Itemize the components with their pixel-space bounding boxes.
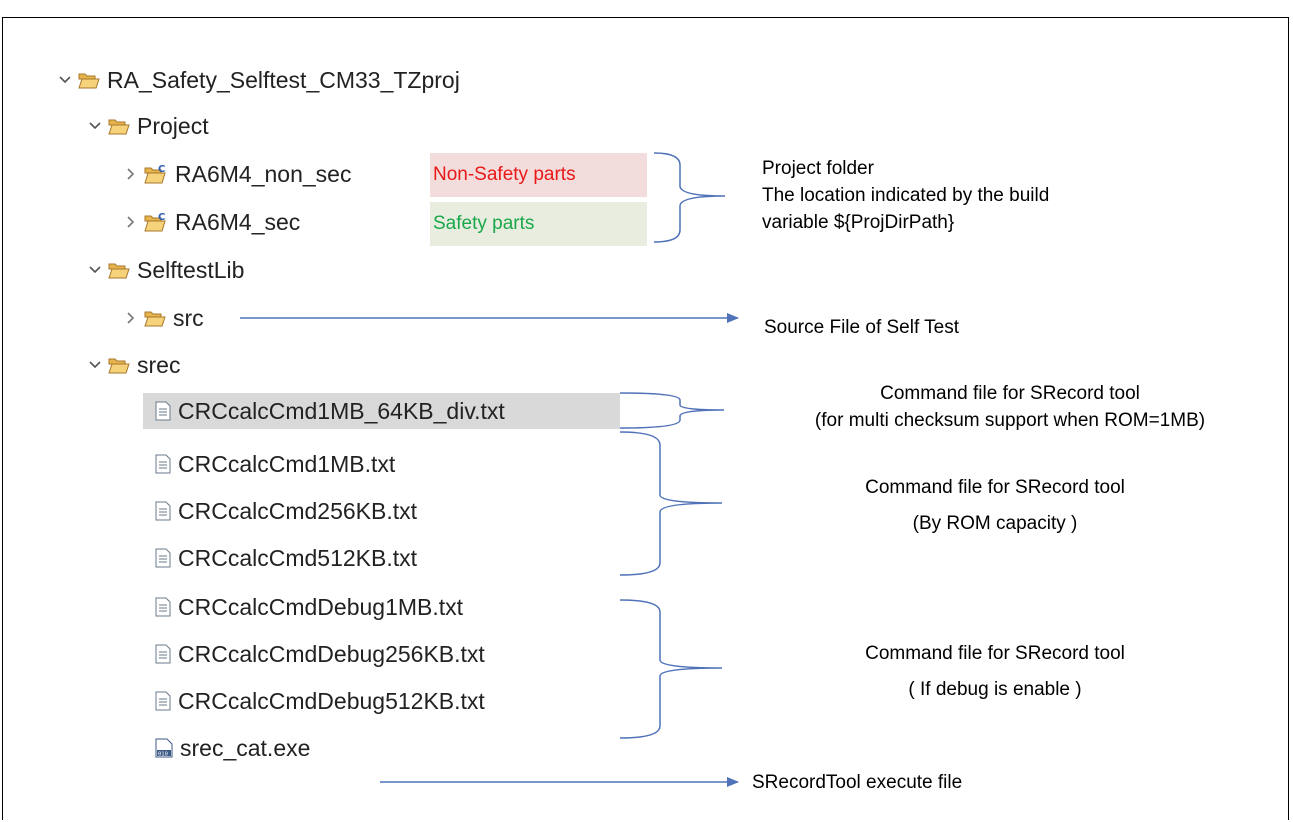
tree-label-file: CRCcalcCmdDebug512KB.txt xyxy=(178,687,485,714)
c-project-icon: C xyxy=(144,212,166,232)
tree-label-file: CRCcalcCmd1MB_64KB_div.txt xyxy=(178,397,505,424)
tree-item-srec[interactable]: srec xyxy=(88,348,180,382)
note-line: ( If debug is enable ) xyxy=(908,679,1082,700)
open-folder-icon xyxy=(108,119,130,135)
tree-item-root[interactable]: RA_Safety_Selftest_CM33_TZproj xyxy=(58,63,460,97)
text-file-icon xyxy=(155,401,171,421)
open-folder-icon xyxy=(108,263,130,279)
note-line: (for multi checksum support when ROM=1MB… xyxy=(814,410,1206,431)
note-line: Command file for SRecord tool xyxy=(865,477,1125,498)
tree-label-file: CRCcalcCmd256KB.txt xyxy=(178,497,418,524)
brace-project xyxy=(653,152,726,243)
binary-file-icon: 010 xyxy=(155,738,173,758)
tree-item-sec[interactable]: C RA6M4_sec xyxy=(124,205,300,239)
tree-item-non-sec[interactable]: C RA6M4_non_sec xyxy=(124,157,351,191)
tree-item-file[interactable]: CRCcalcCmd512KB.txt xyxy=(155,541,417,575)
tree-label-file: CRCcalcCmd512KB.txt xyxy=(178,544,418,571)
tag-non-safety: Non-Safety parts xyxy=(430,153,647,197)
chevron-right-icon[interactable] xyxy=(124,167,138,181)
brace-debug xyxy=(619,599,723,739)
chevron-right-icon[interactable] xyxy=(124,311,138,325)
open-folder-icon xyxy=(144,311,166,327)
tag-safety: Safety parts xyxy=(430,202,647,246)
tree-item-selftestlib[interactable]: SelftestLib xyxy=(88,253,244,287)
text-file-icon xyxy=(155,454,171,474)
tag-non-safety-label: Non-Safety parts xyxy=(433,164,576,185)
chevron-down-icon[interactable] xyxy=(88,263,102,277)
tree-label-srec: srec xyxy=(137,351,181,378)
tree-item-file[interactable]: CRCcalcCmd1MB.txt xyxy=(155,447,395,481)
brace-rom xyxy=(619,431,723,576)
tree-label-root: RA_Safety_Selftest_CM33_TZproj xyxy=(107,66,460,93)
note-line: Command file for SRecord tool xyxy=(880,383,1140,404)
text-file-icon xyxy=(155,548,171,568)
tree-label-non-sec: RA6M4_non_sec xyxy=(175,160,352,187)
tree-label-selftestlib: SelftestLib xyxy=(137,256,245,283)
chevron-down-icon[interactable] xyxy=(88,119,102,133)
tree-label-file: CRCcalcCmdDebug256KB.txt xyxy=(178,640,485,667)
tree-item-exe[interactable]: 010 srec_cat.exe xyxy=(155,731,310,765)
tag-safety-label: Safety parts xyxy=(433,213,535,234)
tree-label-file: CRCcalcCmdDebug1MB.txt xyxy=(178,593,464,620)
tree-label-file: CRCcalcCmd1MB.txt xyxy=(178,450,396,477)
tree-item-file[interactable]: CRCcalcCmdDebug512KB.txt xyxy=(155,684,485,718)
open-folder-icon xyxy=(108,358,130,374)
tree-item-file-selected[interactable]: CRCcalcCmd1MB_64KB_div.txt xyxy=(143,393,620,429)
text-file-icon xyxy=(155,644,171,664)
text-file-icon xyxy=(155,597,171,617)
svg-text:010: 010 xyxy=(158,751,168,757)
note-line: Project folder xyxy=(762,158,874,179)
note-exe: SRecordTool execute file xyxy=(752,772,963,793)
text-file-icon xyxy=(155,691,171,711)
tree-item-file[interactable]: CRCcalcCmd256KB.txt xyxy=(155,494,417,528)
svg-text:C: C xyxy=(158,212,165,223)
note-line: The location indicated by the build xyxy=(762,185,1050,206)
tree-label-exe: srec_cat.exe xyxy=(180,734,311,761)
tree-item-project[interactable]: Project xyxy=(88,109,209,143)
note-cmd-rom: Command file for SRecord tool (By ROM ca… xyxy=(740,474,1250,537)
note-source-file: Source File of Self Test xyxy=(764,317,960,338)
chevron-right-icon[interactable] xyxy=(124,215,138,229)
figure-frame xyxy=(2,17,1289,820)
svg-text:C: C xyxy=(158,164,165,175)
c-project-icon: C xyxy=(144,164,166,184)
chevron-down-icon[interactable] xyxy=(88,358,102,372)
tree-item-file[interactable]: CRCcalcCmdDebug1MB.txt xyxy=(155,590,463,624)
note-cmd-div: Command file for SRecord tool (for multi… xyxy=(740,380,1280,434)
note-project-folder: Project folder The location indicated by… xyxy=(762,155,1049,236)
open-folder-icon xyxy=(78,73,100,89)
note-line: variable ${ProjDirPath} xyxy=(762,212,955,233)
tree-item-src[interactable]: src xyxy=(124,301,204,335)
text-file-icon xyxy=(155,501,171,521)
brace-div xyxy=(619,392,725,429)
note-line: Command file for SRecord tool xyxy=(865,643,1125,664)
tree-item-file[interactable]: CRCcalcCmdDebug256KB.txt xyxy=(155,637,485,671)
note-cmd-debug: Command file for SRecord tool ( If debug… xyxy=(740,640,1250,703)
note-line: (By ROM capacity ) xyxy=(912,513,1078,534)
tree-label-src: src xyxy=(173,304,204,331)
tree-label-sec: RA6M4_sec xyxy=(175,208,301,235)
tree-label-project: Project xyxy=(137,112,209,139)
chevron-down-icon[interactable] xyxy=(58,73,72,87)
